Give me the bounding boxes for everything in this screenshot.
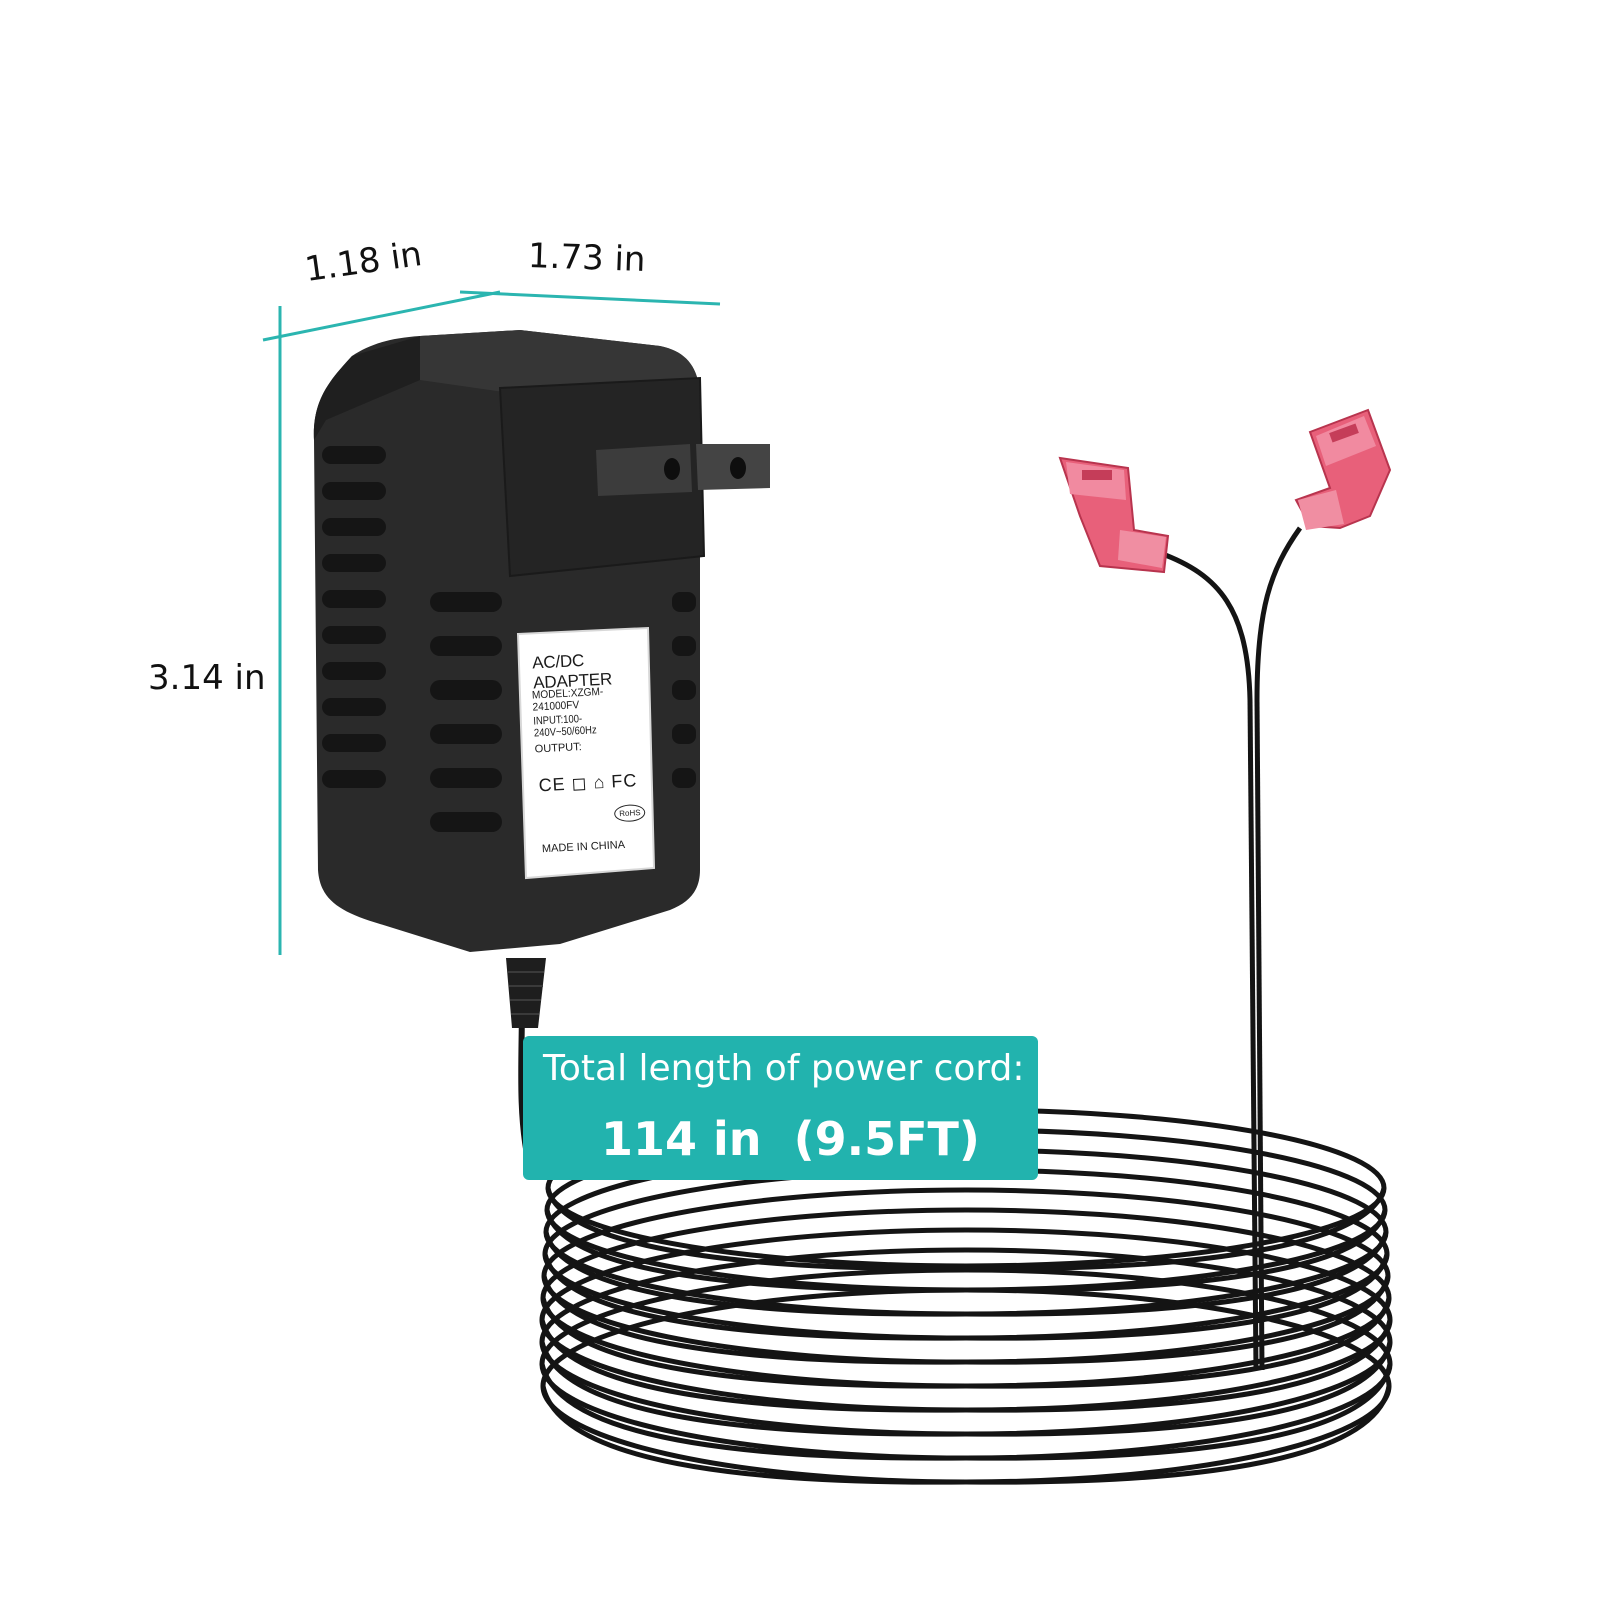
- label-origin: MADE IN CHINA: [541, 838, 626, 856]
- depth-dimension-line: [459, 290, 721, 306]
- rohs-badge: RoHS: [613, 803, 646, 823]
- label-output: OUTPUT:: [534, 741, 583, 756]
- right-spade-connector: [1294, 408, 1392, 530]
- cord-length-callout: Total length of power cord: 114 in (9.5F…: [523, 1036, 1038, 1180]
- depth-dimension-label: 1.73 in: [527, 235, 647, 281]
- strain-relief: [506, 958, 546, 1028]
- label-plate: [516, 626, 656, 880]
- side-vents: [322, 446, 386, 788]
- dimension-lines: [262, 290, 721, 955]
- front-vents: [430, 592, 696, 832]
- left-spade-connector: [1058, 456, 1170, 574]
- width-dimension-line: [262, 290, 501, 342]
- adapter-label-text: AC/DC ADAPTER MODEL:XZGM-241000FV INPUT:…: [523, 634, 655, 880]
- cord-length-value: 114 in (9.5FT): [601, 1112, 980, 1166]
- adapter-body: [313, 330, 770, 952]
- height-dimension-label: 3.14 in: [148, 658, 266, 698]
- certification-marks: CE ◻ ⌂ FC: [538, 770, 638, 796]
- plug-prongs: [596, 444, 770, 496]
- label-model: MODEL:XZGM-241000FV: [531, 685, 604, 714]
- label-input: INPUT:100-240V~50/60Hz: [532, 713, 597, 740]
- cord-length-caption: Total length of power cord:: [543, 1048, 1025, 1089]
